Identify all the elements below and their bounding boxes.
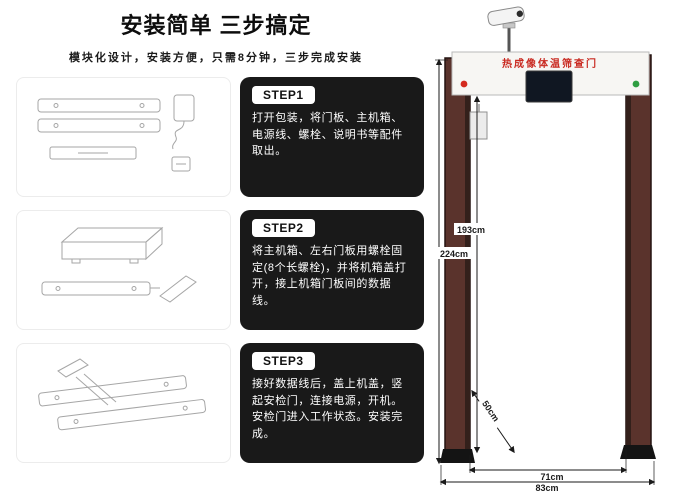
step2-badge: STEP2 [252,219,315,237]
gate-header: 热成像体温筛查门 [451,51,650,103]
step2-description: 将主机箱、左右门板用螺栓固定(8个长螺栓)，并将机箱盖打开，接上机箱门板间的数据… [252,245,407,307]
steps-list: STEP1 打开包装，将门板、主机箱、电源线、螺栓、说明书等配件取出。 [0,77,432,463]
step3-final-illustration [16,343,231,463]
control-box [469,104,488,140]
step2-card: STEP2 将主机箱、左右门板用螺栓固定(8个长螺栓)，并将机箱盖打开，接上机箱… [240,210,424,330]
dim-inner-height: 193cm [457,225,485,235]
step1-description: 打开包装，将门板、主机箱、电源线、螺栓、说明书等配件取出。 [252,112,403,157]
dim-outer-width: 83cm [535,483,558,491]
step3-card: STEP3 接好数据线后，盖上机盖，竖起安检门，连接电源，开机。安检门进入工作状… [240,343,424,463]
product-photo-panel: 热成像体温筛查门 224cm 193cm [430,0,678,491]
dim-total-height: 224cm [440,249,468,259]
gate-right-post [620,54,656,459]
display-screen [525,70,573,103]
indicator-green-icon [632,80,640,88]
step-row-3: STEP3 接好数据线后，盖上机盖，竖起安检门，连接电源，开机。安检门进入工作状… [16,343,424,463]
step2-assembly-illustration [16,210,231,330]
step1-parts-illustration [16,77,231,197]
page-title: 安装简单 三步搞定 [120,13,312,38]
dim-inner-width: 71cm [540,472,563,482]
security-gate-drawing: 热成像体温筛查门 224cm 193cm [435,6,656,491]
step3-description: 接好数据线后，盖上机盖，竖起安检门，连接电源，开机。安检门进入工作状态。安装完成… [252,378,403,440]
step-row-1: STEP1 打开包装，将门板、主机箱、电源线、螺栓、说明书等配件取出。 [16,77,424,197]
camera-icon [487,6,525,52]
step1-badge: STEP1 [252,86,315,104]
step3-final-drawing-icon [37,358,206,431]
step2-assembly-drawing-icon [41,226,197,303]
step-row-2: STEP2 将主机箱、左右门板用螺栓固定(8个长螺栓)，并将机箱盖打开，接上机箱… [16,210,424,330]
gate-name-plate: 热成像体温筛查门 [502,57,598,70]
step3-badge: STEP3 [252,352,315,370]
step1-card: STEP1 打开包装，将门板、主机箱、电源线、螺栓、说明书等配件取出。 [240,77,424,197]
step1-parts-drawing-icon [37,94,194,172]
page-subtitle: 模块化设计，安装方便，只需8分钟，三步完成安装 [68,52,364,64]
indicator-red-icon [460,80,468,88]
installation-steps-panel: 安装简单 三步搞定 模块化设计，安装方便，只需8分钟，三步完成安装 [0,13,432,463]
